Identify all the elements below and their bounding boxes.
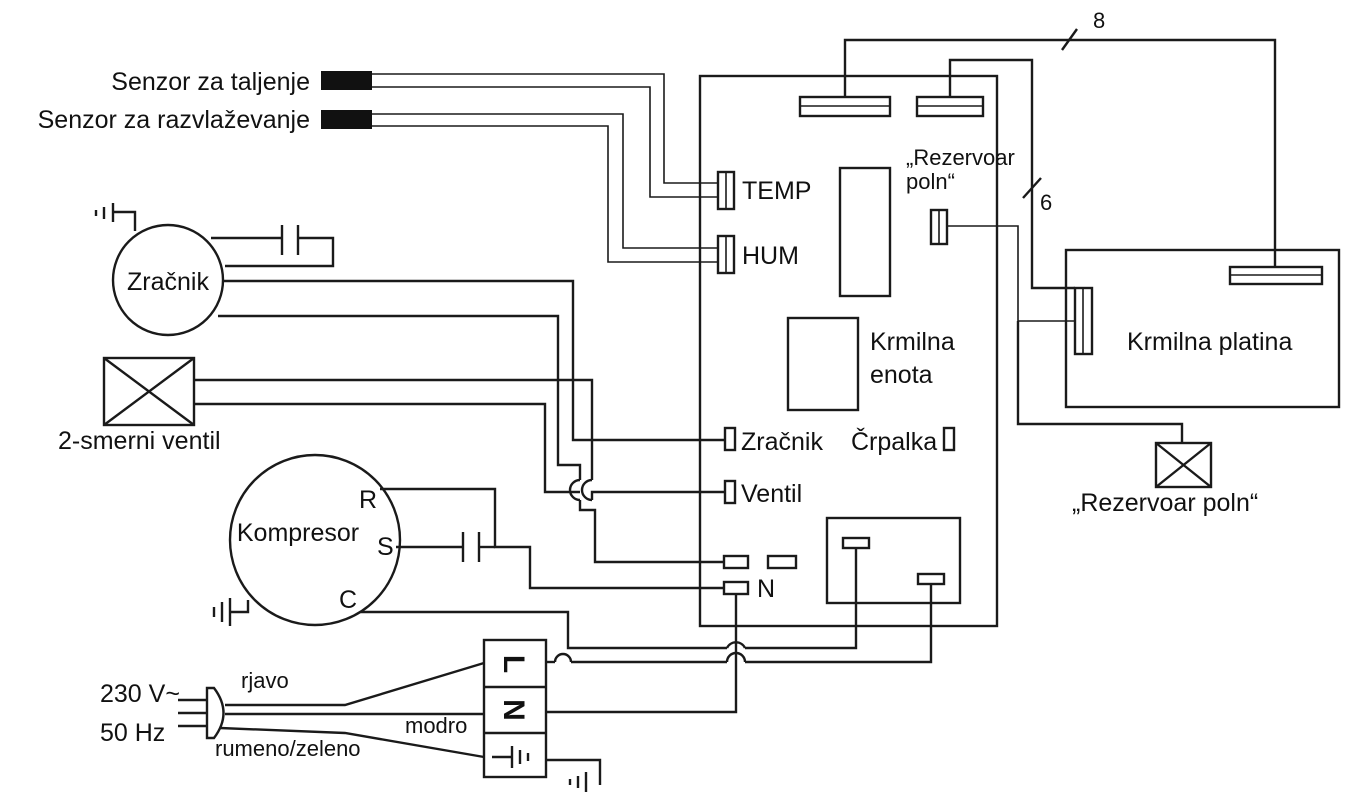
compressor-label: Kompresor — [237, 519, 359, 547]
control-unit-label-2: enota — [870, 361, 933, 389]
voltage-label: 230 V~ — [100, 680, 180, 708]
control-unit-label-1: Krmilna — [870, 328, 955, 356]
board-terminal-b — [766, 554, 798, 570]
n-connector-label: N — [757, 575, 775, 603]
wire-blue-label: modro — [405, 713, 467, 738]
sensor-dehum-plug — [321, 110, 372, 129]
valve-label: 2-smerni ventil — [58, 427, 221, 455]
compressor-s-label: S — [377, 533, 394, 561]
relay-terminal-1 — [841, 536, 871, 550]
temp-label: TEMP — [742, 177, 811, 205]
terminal-block — [482, 638, 548, 779]
wire-count-6: 6 — [1040, 190, 1052, 215]
fan-connector-label: Zračnik — [741, 428, 823, 456]
mains-plug — [205, 686, 225, 740]
pump-connector — [942, 426, 956, 452]
sensor-dehum-label: Senzor za razvlaževanje — [38, 106, 310, 134]
tank-full-board-label-2: poln“ — [906, 169, 955, 194]
compressor-r-label: R — [359, 486, 377, 514]
terminal-l-label: L — [497, 655, 530, 673]
relay-box — [825, 516, 962, 605]
valve-connector — [723, 479, 737, 505]
terminal-n-label: N — [497, 699, 530, 721]
fan-label: Zračnik — [127, 268, 209, 296]
board-chip-vertical — [838, 166, 892, 298]
pump-connector-label: Črpalka — [851, 427, 937, 456]
control-board-label: Krmilna platina — [1127, 328, 1292, 356]
fan-connector — [723, 426, 737, 452]
tank-full-switch-label: „Rezervoar poln“ — [1072, 489, 1258, 517]
relay-terminal-2 — [916, 572, 946, 586]
compressor — [228, 453, 402, 627]
tank-full-board-label-1: „Rezervoar — [906, 145, 1015, 170]
valve-connector-label: Ventil — [741, 480, 802, 508]
frequency-label: 50 Hz — [100, 719, 165, 747]
board-terminal-n — [722, 580, 750, 596]
hum-label: HUM — [742, 242, 799, 270]
sensor-melt-label: Senzor za taljenje — [111, 68, 310, 96]
sensor-melt-plug — [321, 71, 372, 90]
control-unit-box — [786, 316, 860, 412]
compressor-c-label: C — [339, 586, 357, 614]
wire-brown-label: rjavo — [241, 668, 289, 693]
wire-count-8: 8 — [1093, 8, 1105, 33]
wire-yellow-green-label: rumeno/zeleno — [215, 736, 361, 761]
board-terminal-a — [722, 554, 750, 570]
